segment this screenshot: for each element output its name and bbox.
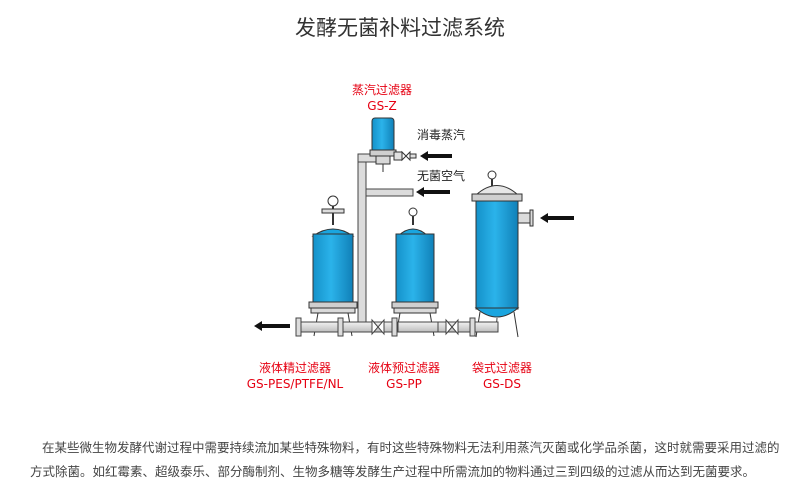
sterile-air-arrow (416, 187, 450, 197)
steam-filter-vessel (369, 117, 417, 172)
bag-filter-vessel (471, 170, 534, 338)
bag-filter-inlet-arrow (540, 213, 574, 223)
page-title: 发酵无菌补料过滤系统 (295, 16, 505, 40)
liquid-pre-filter-name: 液体预过滤器 (368, 360, 440, 375)
liquid-fine-filter-model: GS-PES/PTFE/NL (247, 377, 344, 391)
bag-filter-name: 袋式过滤器 (472, 361, 532, 375)
sterile-air-label: 无菌空气 (417, 168, 465, 183)
bag-filter-model: GS-DS (483, 377, 521, 391)
steam-inlet-arrow (420, 151, 452, 161)
liquid-fine-filter-name: 液体精过滤器 (259, 360, 331, 375)
description-paragraph: 在某些微生物发酵代谢过程中需要持续流加某些特殊物料，有时这些特殊物料无法利用蒸汽… (30, 440, 780, 479)
steam-filter-name: 蒸汽过滤器 (352, 82, 412, 97)
liquid-outlet-arrow (254, 321, 290, 331)
liquid-fine-filter-vessel (308, 195, 358, 337)
liquid-pipeline (295, 317, 499, 337)
liquid-pre-filter-model: GS-PP (386, 377, 422, 391)
steam-filter-model: GS-Z (367, 99, 396, 113)
disinfect-steam-label: 消毒蒸汽 (417, 127, 465, 142)
liquid-pre-filter-vessel (391, 207, 439, 337)
steam-supply-pipe (357, 153, 414, 325)
